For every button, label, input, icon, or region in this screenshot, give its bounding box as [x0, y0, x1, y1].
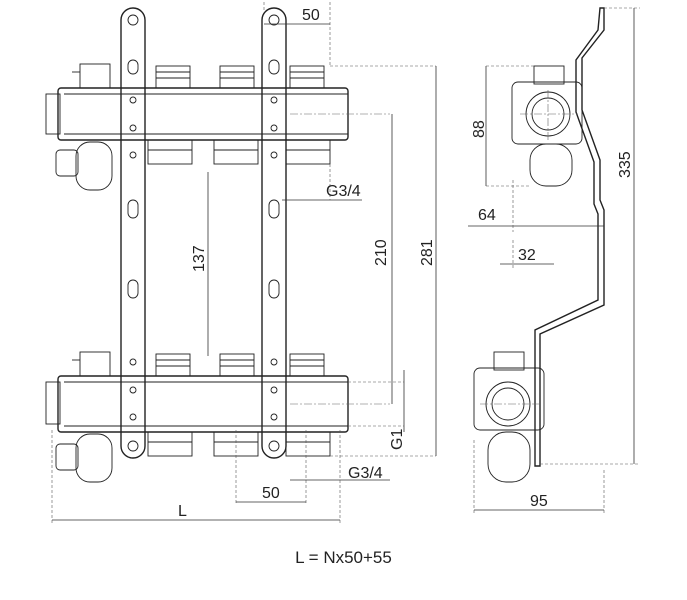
front-dimensions	[51, 23, 437, 525]
dim-inlet-thread: G1	[389, 429, 406, 450]
dim-length: L	[178, 503, 187, 520]
upper-top-valves	[72, 63, 325, 89]
dim-side-64: 64	[478, 207, 496, 224]
lower-bottom-outlets	[55, 431, 331, 483]
dim-center-137: 137	[191, 245, 208, 272]
side-view	[473, 7, 605, 483]
dim-side-95: 95	[530, 493, 548, 510]
lower-top-valves	[72, 351, 325, 377]
dim-height-281: 281	[419, 239, 436, 266]
upper-bar	[45, 87, 390, 141]
upper-bottom-outlets	[55, 139, 331, 191]
dim-bottom-spacing: 50	[262, 485, 280, 502]
side-upper-body	[511, 65, 583, 187]
side-dimensions	[468, 7, 640, 514]
dim-side-88: 88	[471, 120, 488, 138]
lower-bar	[45, 375, 390, 433]
dim-outlet-thread-top: G3/4	[326, 183, 361, 200]
bracket-left	[120, 7, 146, 459]
front-view	[45, 2, 390, 505]
bracket-right	[261, 7, 287, 459]
side-lower-body	[473, 351, 545, 483]
dim-outlet-thread-bottom: G3/4	[348, 465, 383, 482]
dim-center-210: 210	[373, 239, 390, 266]
length-formula: L = Nx50+55	[295, 548, 392, 567]
dim-side-32: 32	[518, 247, 536, 264]
dim-top-spacing: 50	[302, 7, 320, 24]
dim-side-335: 335	[617, 151, 634, 178]
